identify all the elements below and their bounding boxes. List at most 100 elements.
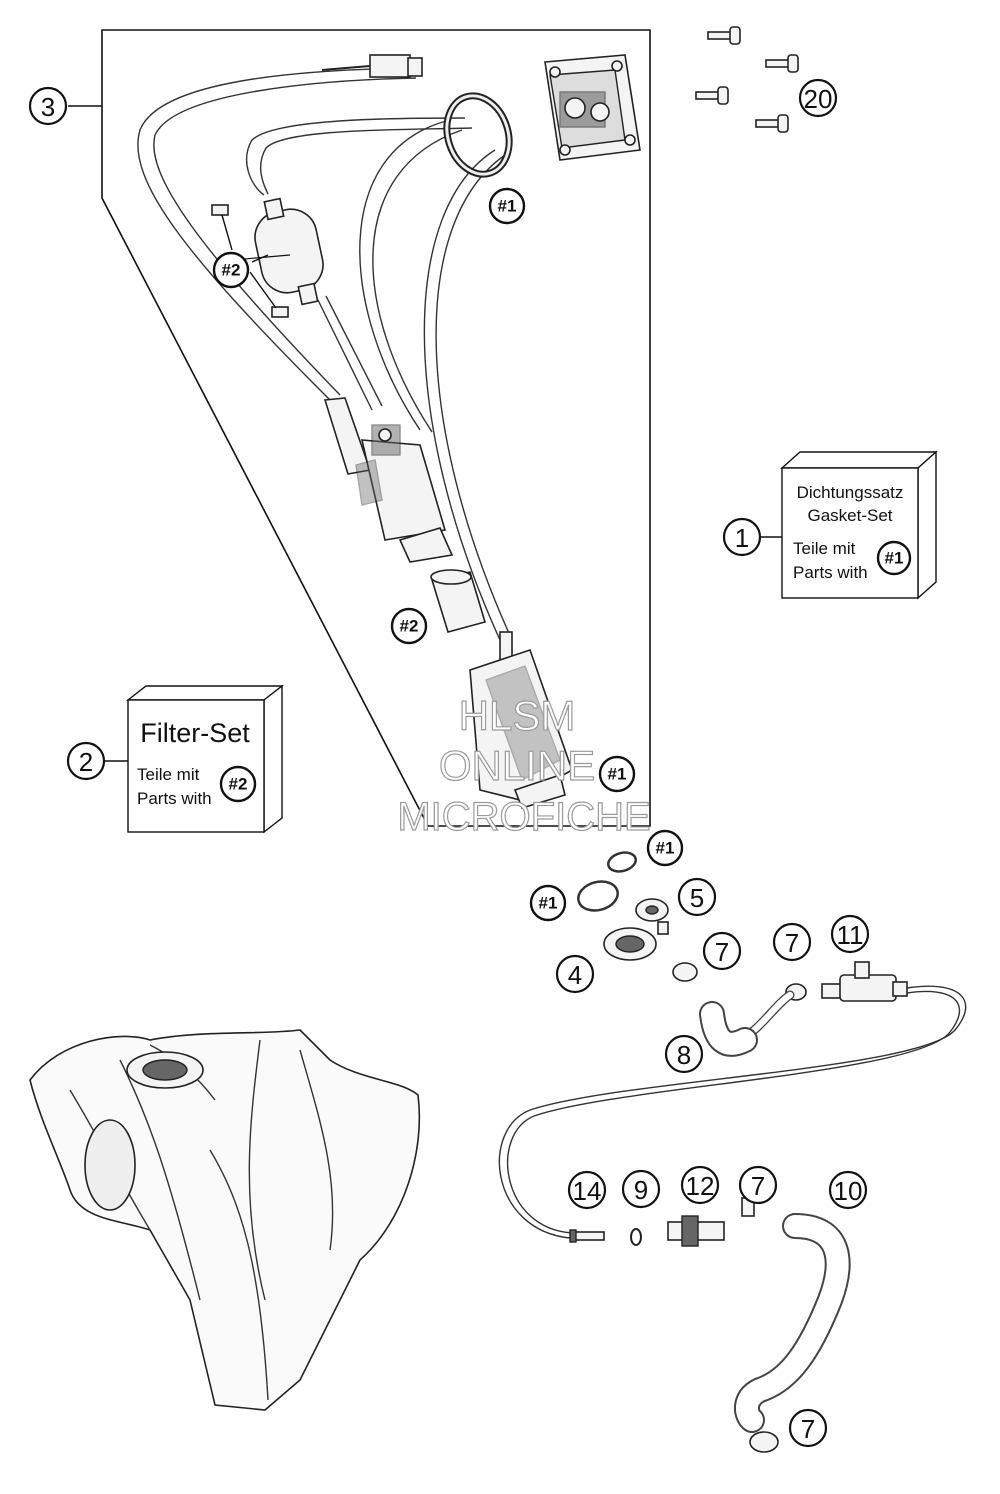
svg-text:1: 1 xyxy=(735,523,749,553)
svg-text:HLSM: HLSM xyxy=(459,692,576,739)
svg-text:3: 3 xyxy=(41,92,55,122)
svg-text:12: 12 xyxy=(686,1171,715,1201)
fuel-hose xyxy=(245,117,466,196)
svg-text:20: 20 xyxy=(804,84,833,114)
o-ring-large xyxy=(577,880,619,912)
svg-text:7: 7 xyxy=(785,928,799,958)
filter-set-parts-de: Teile mit xyxy=(137,765,200,784)
pump-housing xyxy=(469,631,573,809)
filter-clamp xyxy=(271,306,289,318)
hose-clamp xyxy=(672,962,698,982)
pump-flange xyxy=(544,54,641,161)
breather-hose xyxy=(734,1213,851,1433)
hose-nipple xyxy=(667,1215,725,1247)
fuel-line xyxy=(498,985,967,1239)
fuel-filter xyxy=(254,197,324,306)
callout-7: 7 xyxy=(788,1408,828,1448)
filter-clamp xyxy=(211,204,229,216)
o-ring xyxy=(630,1228,642,1246)
ref-badge-2: #2 xyxy=(212,251,250,289)
svg-text:#1: #1 xyxy=(885,549,904,568)
filter-set-title: Filter-Set xyxy=(140,718,250,748)
svg-text:4: 4 xyxy=(568,960,582,990)
fuel-hose xyxy=(325,295,383,407)
filter-set-box: Filter-Set Teile mit Parts with #2 xyxy=(125,684,285,834)
callout-11: 11 xyxy=(830,914,870,954)
callout-1: 1 xyxy=(722,517,762,557)
svg-text:11: 11 xyxy=(837,920,864,950)
callout-10: 10 xyxy=(828,1170,868,1210)
pin xyxy=(569,1229,605,1243)
ref-badge-2: #2 xyxy=(390,607,428,645)
svg-text:7: 7 xyxy=(715,937,729,967)
svg-text:#2: #2 xyxy=(400,617,419,636)
hose-elbow xyxy=(699,990,795,1057)
nut xyxy=(635,898,669,935)
screws-set xyxy=(695,26,799,133)
fuel-pump xyxy=(323,397,454,563)
filter-set-parts-en: Parts with xyxy=(137,789,212,808)
fuel-hose xyxy=(259,127,473,195)
filter-sleeve xyxy=(430,569,487,633)
svg-text:#1: #1 xyxy=(498,197,517,216)
leader-line xyxy=(249,271,277,309)
svg-text:8: 8 xyxy=(677,1040,691,1070)
electrical-connector xyxy=(321,54,423,78)
svg-text:#2: #2 xyxy=(229,775,248,794)
gasket-set-parts-en: Parts with xyxy=(793,563,868,582)
callout-5: 5 xyxy=(677,877,717,917)
svg-text:#1: #1 xyxy=(539,894,558,913)
svg-text:#1: #1 xyxy=(608,765,627,784)
svg-text:10: 10 xyxy=(834,1176,863,1206)
fuel-hose xyxy=(359,119,451,431)
svg-text:2: 2 xyxy=(79,747,93,777)
callout-8: 8 xyxy=(664,1034,704,1074)
gasket-set-ref-badge: #1 xyxy=(876,540,912,576)
callout-3: 3 xyxy=(28,86,68,126)
flange-nut xyxy=(603,927,657,961)
fuel-pump-assembly-frame xyxy=(101,29,651,827)
fuel-hose xyxy=(423,149,501,641)
watermark: HLSM ONLINE MICROFICHE xyxy=(397,691,652,839)
callout-12: 12 xyxy=(680,1165,720,1205)
fuel-hose xyxy=(435,154,513,641)
filter-set-ref-badge: #2 xyxy=(219,765,257,803)
callout-7: 7 xyxy=(702,931,742,971)
callout-20: 20 xyxy=(798,78,838,118)
svg-text:ONLINE: ONLINE xyxy=(439,742,595,789)
hose-clamp xyxy=(749,1431,779,1453)
fuel-hose xyxy=(372,129,463,433)
svg-text:MICROFICHE: MICROFICHE xyxy=(397,795,650,839)
callout-9: 9 xyxy=(621,1169,661,1209)
leader-line xyxy=(221,214,233,251)
gasket-set-box: Dichtungssatz Gasket-Set Teile mit Parts… xyxy=(780,450,938,600)
fuel-hose xyxy=(137,67,411,401)
svg-text:#2: #2 xyxy=(222,261,241,280)
fuel-line xyxy=(506,990,961,1234)
fuel-tap xyxy=(821,961,908,1002)
ref-badge-1: #1 xyxy=(646,829,684,867)
callout-4: 4 xyxy=(555,954,595,994)
svg-text:7: 7 xyxy=(751,1171,765,1201)
fuel-tank xyxy=(29,1029,421,1411)
callout-7: 7 xyxy=(738,1165,778,1205)
svg-text:#1: #1 xyxy=(656,839,675,858)
ref-badge-1: #1 xyxy=(598,755,636,793)
gasket-set-title-en: Gasket-Set xyxy=(807,506,892,525)
callout-2: 2 xyxy=(66,741,106,781)
leader-line xyxy=(251,254,269,263)
ref-badge-1: #1 xyxy=(529,884,567,922)
gasket-set-parts-de: Teile mit xyxy=(793,539,856,558)
svg-text:9: 9 xyxy=(634,1175,648,1205)
gasket-set-title-de: Dichtungssatz xyxy=(797,483,904,502)
svg-text:5: 5 xyxy=(690,883,704,913)
fuel-hose xyxy=(317,299,373,411)
flange-gasket-ring xyxy=(443,92,513,178)
callout-14: 14 xyxy=(567,1170,607,1210)
svg-text:7: 7 xyxy=(801,1414,815,1444)
callout-7: 7 xyxy=(772,922,812,962)
o-ring-small xyxy=(607,851,637,873)
ref-badge-1: #1 xyxy=(488,187,526,225)
